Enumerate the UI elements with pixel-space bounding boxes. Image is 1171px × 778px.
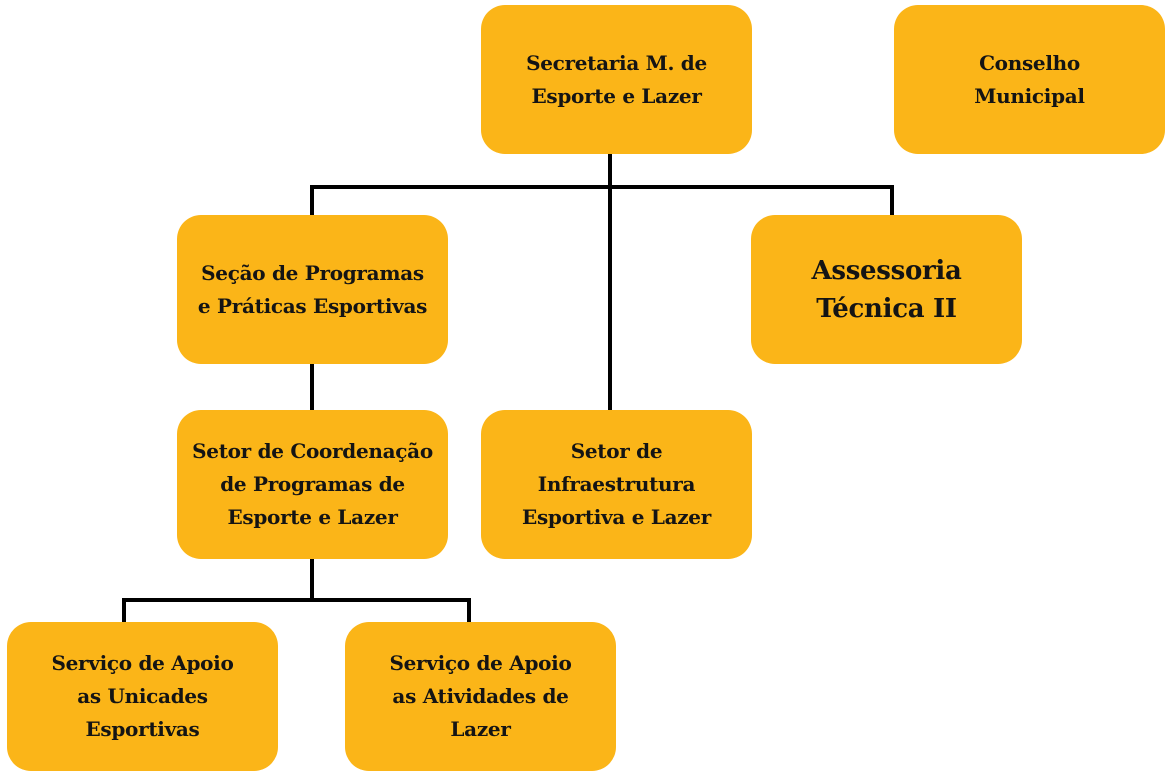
node-setor-infraestrutura-label: Setor de Infraestrutura Esportiva e Laze…: [522, 439, 711, 529]
node-servico-atividades-label: Serviço de Apoio as Atividades de Lazer: [389, 651, 572, 741]
node-secao-programas-label: Seção de Programas e Práticas Esportivas: [197, 260, 428, 318]
node-secretaria-label: Secretaria M. de Esporte e Lazer: [526, 50, 707, 108]
node-setor-coordenacao: Setor de Coordenação de Programas de Esp…: [177, 410, 448, 559]
node-assessoria-tecnica-label: Assessoria Técnica II: [811, 255, 962, 324]
node-secretaria: Secretaria M. de Esporte e Lazer: [481, 5, 752, 154]
node-setor-infraestrutura: Setor de Infraestrutura Esportiva e Laze…: [481, 410, 752, 559]
node-setor-coordenacao-label: Setor de Coordenação de Programas de Esp…: [192, 439, 433, 529]
node-conselho-municipal-label: Conselho Municipal: [974, 50, 1085, 108]
node-secao-programas: Seção de Programas e Práticas Esportivas: [177, 215, 448, 364]
node-servico-unidades-label: Serviço de Apoio as Unicades Esportivas: [51, 651, 234, 741]
node-assessoria-tecnica: Assessoria Técnica II: [751, 215, 1022, 364]
node-servico-atividades: Serviço de Apoio as Atividades de Lazer: [345, 622, 616, 771]
node-conselho-municipal: Conselho Municipal: [894, 5, 1165, 154]
node-servico-unidades: Serviço de Apoio as Unicades Esportivas: [7, 622, 278, 771]
